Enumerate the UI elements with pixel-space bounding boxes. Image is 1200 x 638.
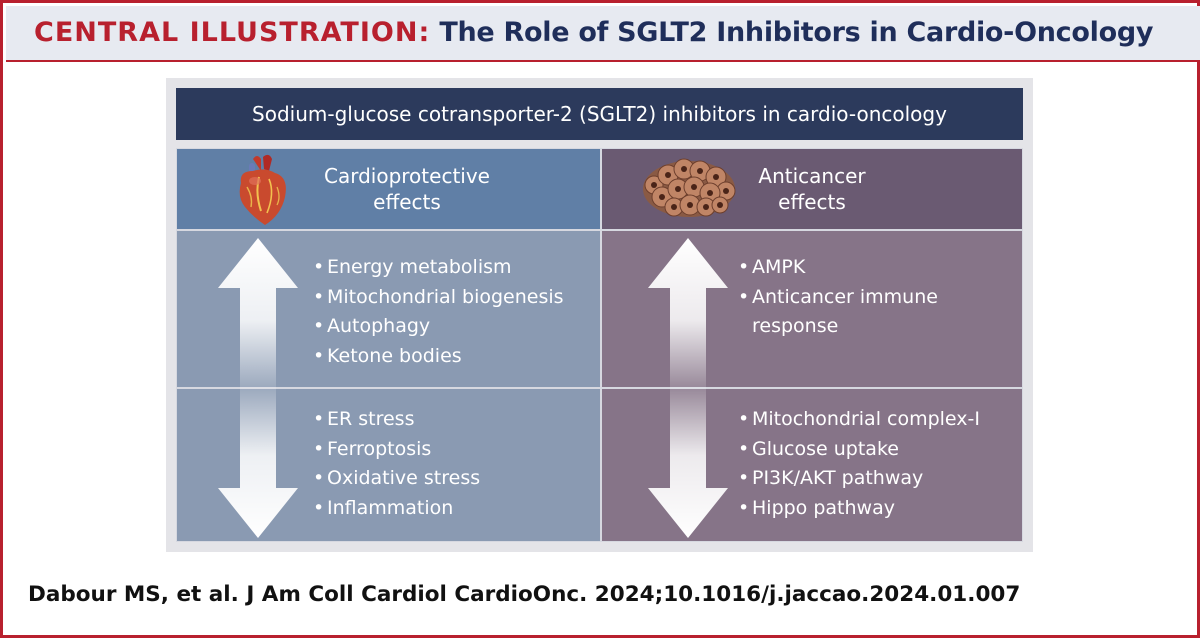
list-item: Mitochondrial complex-I [738, 405, 980, 435]
anticancer-title-line2: effects [778, 190, 846, 214]
list-item: Glucose uptake [738, 435, 980, 465]
cardioprotective-downregulated-list: ER stress Ferroptosis Oxidative stress I… [313, 405, 480, 523]
list-item: Inflammation [313, 494, 480, 524]
citation: Dabour MS, et al. J Am Coll Cardiol Card… [28, 582, 1021, 607]
list-item: PI3K/AKT pathway [738, 464, 980, 494]
list-item: AMPK [738, 253, 938, 283]
anticancer-downregulated-list: Mitochondrial complex-I Glucose uptake P… [738, 405, 980, 523]
list-item: ER stress [313, 405, 480, 435]
header-title: The Role of SGLT2 Inhibitors in Cardio-O… [439, 17, 1154, 48]
header-label: CENTRAL ILLUSTRATION: [34, 17, 431, 48]
cardioprotective-title: Cardioprotective effects [317, 163, 497, 215]
anticancer-title-line1: Anticancer [758, 164, 866, 188]
cardioprotective-up-arrow-icon [218, 238, 298, 388]
anticancer-upregulated-list: AMPK Anticancer immune response [738, 253, 938, 342]
cardioprotective-title-line1: Cardioprotective [324, 164, 490, 188]
heart-icon [239, 154, 286, 225]
list-item: Ketone bodies [313, 342, 564, 372]
list-item-continuation-text: response [752, 315, 839, 337]
cardioprotective-header: Cardioprotective effects [176, 148, 601, 230]
cardioprotective-upregulated-list: Energy metabolism Mitochondrial biogenes… [313, 253, 564, 371]
anticancer-header: Anticancer effects [601, 148, 1023, 230]
anticancer-title: Anticancer effects [732, 163, 892, 215]
list-item: Autophagy [313, 312, 564, 342]
cardioprotective-title-line2: effects [373, 190, 441, 214]
cancer-cells-icon [643, 158, 736, 217]
header-text: CENTRAL ILLUSTRATION: The Role of SGLT2 … [34, 17, 1153, 48]
diagram: Sodium-glucose cotransporter-2 (SGLT2) i… [166, 78, 1033, 552]
list-item: Anticancer immune [738, 283, 938, 313]
list-item: Hippo pathway [738, 494, 980, 524]
list-item: Oxidative stress [313, 464, 480, 494]
anticancer-down-arrow-icon [648, 388, 728, 538]
diagram-banner: Sodium-glucose cotransporter-2 (SGLT2) i… [176, 88, 1023, 140]
list-item: Ferroptosis [313, 435, 480, 465]
list-item-continuation: response [738, 312, 938, 342]
cardioprotective-down-arrow-icon [218, 388, 298, 538]
header-bar: CENTRAL ILLUSTRATION: The Role of SGLT2 … [6, 6, 1200, 62]
anticancer-up-arrow-icon [648, 238, 728, 388]
list-item: Energy metabolism [313, 253, 564, 283]
list-item: Mitochondrial biogenesis [313, 283, 564, 313]
